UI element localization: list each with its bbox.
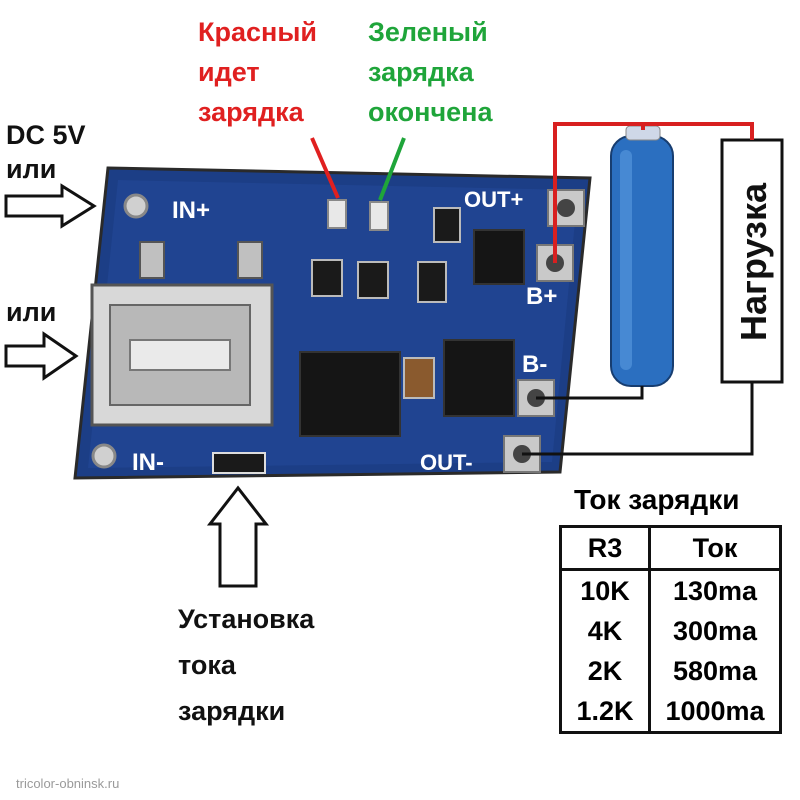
- cell-r3: 4K: [559, 611, 651, 651]
- smd-resistor: [433, 207, 461, 243]
- pcb-in-plus: IN+: [172, 197, 210, 224]
- watermark: tricolor-obninsk.ru: [16, 776, 120, 791]
- wire-battery-minus: [536, 386, 644, 400]
- red-pointer: [310, 137, 340, 199]
- mount-hole: [91, 443, 117, 469]
- arrow-up-r3-icon: [206, 485, 270, 588]
- current-table: R3 Ток 10K 130ma 4K 300ma 2K 580ma 1.2K …: [559, 525, 782, 734]
- mount-hole: [123, 193, 149, 219]
- table-header-row: R3 Ток: [559, 525, 782, 571]
- table-row: 2K 580ma: [559, 651, 782, 691]
- red-led-label: Красный идет зарядка: [198, 17, 317, 127]
- table-row: 10K 130ma: [559, 569, 782, 611]
- wire-load-minus: [522, 382, 754, 456]
- dc-input-label: DC 5V или: [6, 120, 86, 184]
- pcb-out-plus: OUT+: [464, 187, 523, 212]
- current-table-title: Ток зарядки: [574, 484, 740, 515]
- cell-r3: 10K: [559, 569, 651, 611]
- cell-current: 130ma: [648, 569, 782, 611]
- pcb-board: IN+ IN- OUT+ OUT- B+ B-: [73, 166, 592, 480]
- arrow-dc-input-icon: [4, 183, 97, 229]
- header-current: Ток: [648, 525, 782, 571]
- green-pointer: [378, 137, 406, 201]
- chip-mosfet: [443, 339, 515, 417]
- cell-current: 1000ma: [648, 691, 782, 734]
- set-current-label: Установка тока зарядки: [178, 604, 315, 726]
- header-r3: R3: [559, 525, 651, 571]
- pcb-in-minus: IN-: [132, 449, 164, 476]
- chip-tp4056: [299, 351, 401, 437]
- pcb-b-plus: B+: [526, 283, 557, 310]
- green-led-label: Зеленый зарядка окончена: [368, 17, 493, 127]
- battery-18650: [610, 125, 674, 387]
- pcb-b-minus: B-: [522, 351, 547, 378]
- pcb-out-minus: OUT-: [420, 450, 473, 475]
- smd-resistor: [417, 261, 447, 303]
- capacitor: [403, 357, 435, 399]
- cell-r3: 1.2K: [559, 691, 651, 734]
- or-usb-label: или: [6, 297, 57, 327]
- arrow-usb-input-icon: [4, 331, 79, 381]
- table-row: 1.2K 1000ma: [559, 691, 782, 734]
- resistor-r3: [212, 452, 266, 474]
- cell-r3: 2K: [559, 651, 651, 691]
- chip-dw01: [473, 229, 525, 285]
- red-led: [327, 199, 347, 229]
- cell-current: 580ma: [648, 651, 782, 691]
- usb-connector: [90, 241, 274, 427]
- table-row: 4K 300ma: [559, 611, 782, 651]
- smd-resistor: [357, 261, 389, 299]
- load-label: Нагрузка: [733, 182, 774, 341]
- wire-positive: [553, 122, 754, 263]
- cell-current: 300ma: [648, 611, 782, 651]
- smd-resistor: [311, 259, 343, 297]
- green-led: [369, 201, 389, 231]
